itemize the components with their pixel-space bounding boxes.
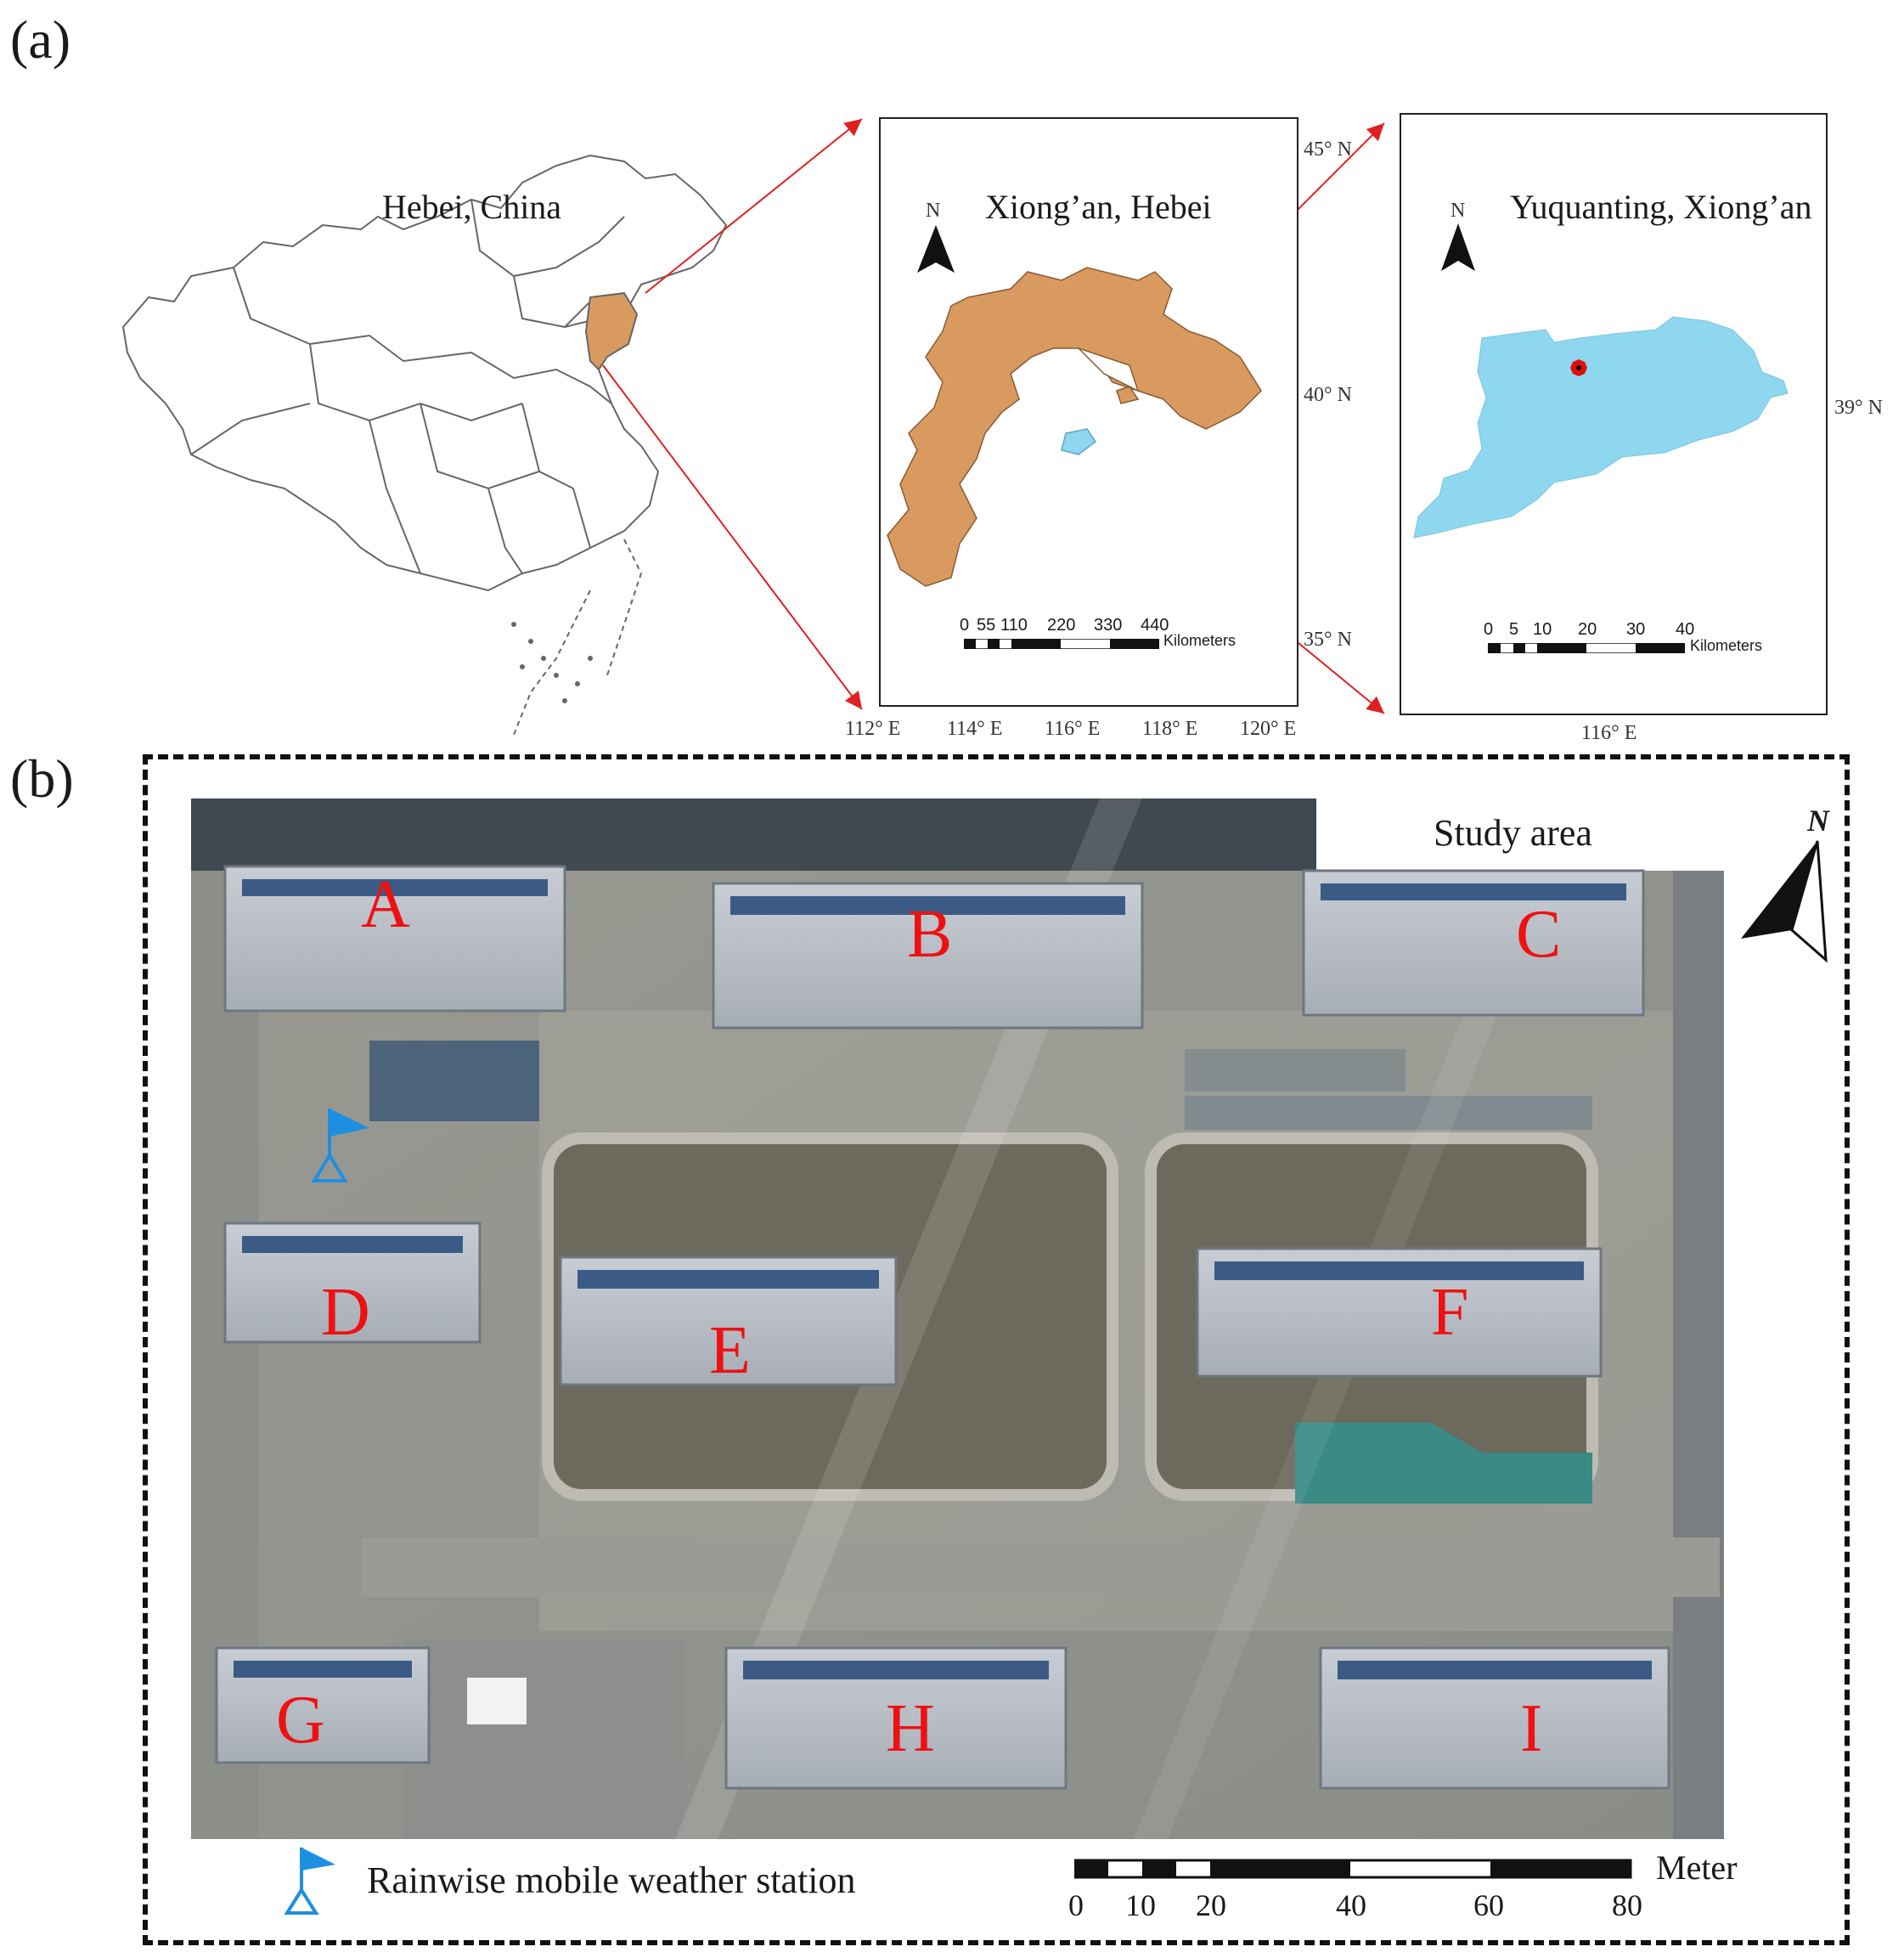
panel-b-label: (b) bbox=[10, 748, 74, 809]
xiongan-lon-116: 116° E bbox=[1581, 722, 1637, 744]
hebei-highlight bbox=[584, 291, 639, 371]
hebei-lat-35: 35° N bbox=[1304, 629, 1352, 651]
north-arrow-icon bbox=[917, 225, 955, 273]
north-arrow-icon bbox=[1441, 223, 1475, 271]
hebei-lon-118: 118° E bbox=[1142, 718, 1198, 740]
hebei-shape bbox=[887, 267, 1262, 587]
hebei-scale-unit: Kilometers bbox=[1163, 632, 1236, 649]
meter-scale-bar bbox=[1074, 1859, 1632, 1879]
building-label-c: C bbox=[1516, 897, 1562, 972]
study-area-frame bbox=[143, 754, 1850, 1945]
hebei-map-title: Xiong’an, Hebei bbox=[985, 188, 1212, 226]
hebei-lon-120: 120° E bbox=[1240, 718, 1297, 740]
panel-a-label: (a) bbox=[10, 9, 71, 70]
building-label-h: H bbox=[886, 1691, 935, 1766]
meter-scale-20: 20 bbox=[1196, 1888, 1226, 1922]
legend-flag-icon bbox=[284, 1848, 335, 1915]
building-label-b: B bbox=[907, 897, 953, 972]
xiongan-scale-40: 40 bbox=[1676, 620, 1695, 639]
xiongan-north-label: N bbox=[1451, 200, 1466, 222]
meter-scale-unit: Meter bbox=[1656, 1848, 1738, 1887]
hebei-scale-110: 110 bbox=[1000, 616, 1028, 635]
station-marker-icon bbox=[1570, 359, 1587, 376]
study-area-title: Study area bbox=[1434, 812, 1592, 854]
xiongan-map bbox=[1413, 316, 1789, 539]
meter-scale-80: 80 bbox=[1612, 1888, 1642, 1922]
xiongan-scale-30: 30 bbox=[1626, 620, 1646, 639]
meter-scale-40: 40 bbox=[1336, 1888, 1366, 1922]
meter-scale-60: 60 bbox=[1473, 1888, 1504, 1922]
building-label-d: D bbox=[321, 1275, 370, 1350]
building-label-i: I bbox=[1520, 1691, 1543, 1766]
xiongan-map-title: Yuquanting, Xiong’an bbox=[1510, 188, 1812, 226]
xiongan-lat-39: 39° N bbox=[1834, 397, 1883, 419]
aerial-image bbox=[191, 798, 1724, 1839]
hebei-scale-440: 440 bbox=[1141, 616, 1169, 635]
weather-station-flag-icon bbox=[311, 1109, 369, 1182]
china-map bbox=[121, 154, 728, 736]
xiongan-scale-5: 5 bbox=[1509, 620, 1519, 639]
xiongan-shape bbox=[1413, 316, 1789, 539]
xiongan-scale-bar bbox=[1488, 643, 1685, 653]
hebei-lon-114: 114° E bbox=[947, 718, 1003, 740]
hebei-scale-0: 0 bbox=[960, 616, 970, 635]
north-arrow-icon bbox=[1741, 840, 1828, 963]
xiongan-highlight bbox=[1061, 428, 1097, 455]
building-label-e: E bbox=[709, 1313, 751, 1388]
hebei-scale-330: 330 bbox=[1094, 616, 1123, 635]
legend-label: Rainwise mobile weather station bbox=[367, 1859, 856, 1901]
building-label-g: G bbox=[276, 1683, 325, 1758]
meter-scale-10: 10 bbox=[1125, 1888, 1156, 1922]
building-label-f: F bbox=[1431, 1275, 1469, 1350]
hebei-lat-45: 45° N bbox=[1304, 138, 1352, 161]
xiongan-scale-unit: Kilometers bbox=[1690, 637, 1763, 654]
xiongan-scale-20: 20 bbox=[1578, 620, 1597, 639]
building-label-a: A bbox=[361, 867, 410, 942]
hebei-scale-220: 220 bbox=[1047, 616, 1076, 635]
hebei-scale-bar bbox=[964, 639, 1159, 649]
hebei-map bbox=[887, 267, 1262, 587]
hebei-north-label: N bbox=[926, 200, 941, 222]
hebei-lon-116: 116° E bbox=[1045, 718, 1101, 740]
china-map-title: Hebei, China bbox=[382, 188, 562, 226]
meter-scale-0: 0 bbox=[1068, 1888, 1084, 1922]
xiongan-scale-0: 0 bbox=[1484, 620, 1494, 639]
hebei-lat-40: 40° N bbox=[1304, 384, 1352, 406]
hebei-lon-112: 112° E bbox=[845, 718, 901, 740]
hebei-scale-55: 55 bbox=[977, 616, 996, 635]
xiongan-scale-10: 10 bbox=[1533, 620, 1552, 639]
study-north-label: N bbox=[1807, 804, 1829, 838]
